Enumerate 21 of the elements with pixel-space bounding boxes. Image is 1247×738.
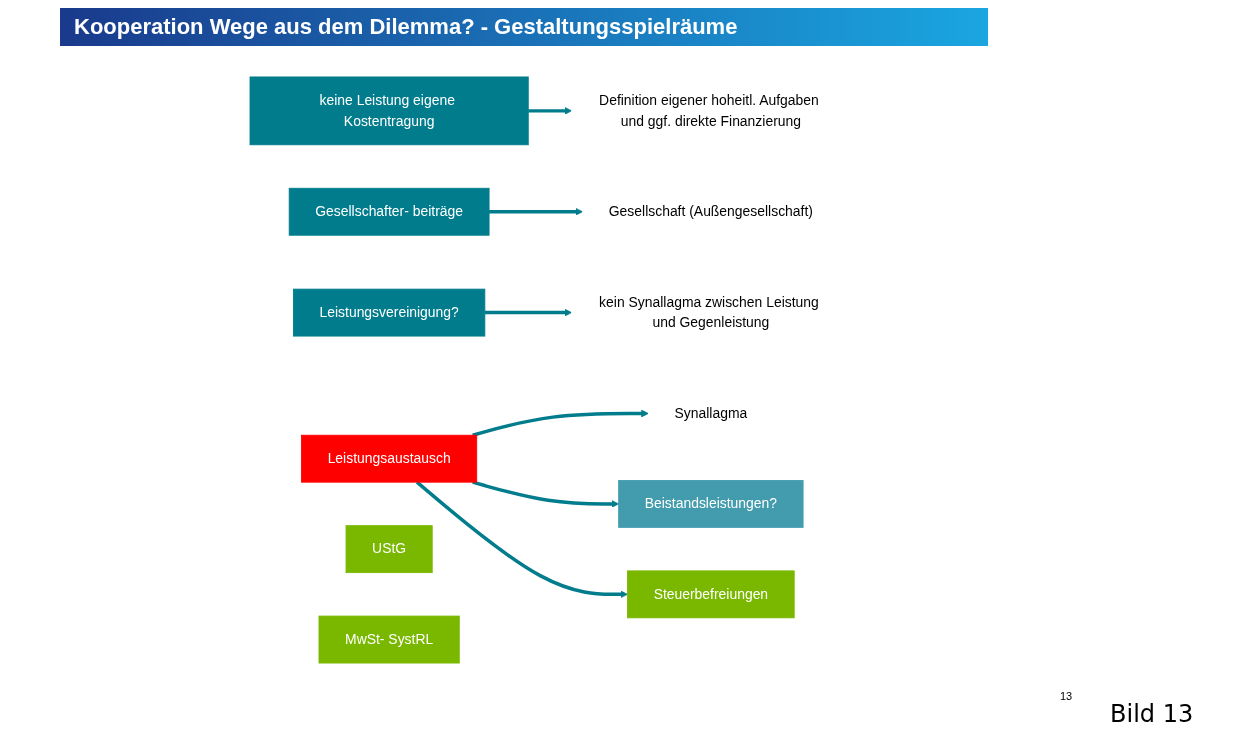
node-box: UStG bbox=[345, 525, 433, 574]
arrow bbox=[472, 409, 649, 437]
node-text: Synallagma bbox=[674, 405, 748, 421]
slide-label: Bild 13 bbox=[1110, 700, 1194, 728]
arrow bbox=[484, 308, 573, 317]
node-text: kein Synallagma zwischen Leistung und Gegenleistung bbox=[599, 294, 819, 330]
node-box: MwSt- SystRL bbox=[318, 615, 460, 664]
node-box: Gesellschafter- beiträge bbox=[288, 187, 490, 236]
arrow bbox=[528, 107, 573, 115]
node-box: Leistungsaustausch bbox=[301, 434, 478, 483]
title-banner: Kooperation Wege aus dem Dilemma? - Gestaltungsspielräume bbox=[60, 8, 988, 46]
arrow bbox=[415, 480, 628, 599]
node-text: Gesellschaft (Außengesellschaft) bbox=[608, 203, 813, 219]
node-box: Beistandsleistungen? bbox=[618, 480, 804, 528]
node-box: Leistungsvereinigung? bbox=[293, 288, 486, 337]
node-text: Definition eigener hoheitl. Aufgaben und ggf. direkte Finanzierung bbox=[599, 92, 819, 129]
arrow bbox=[489, 207, 584, 216]
node-box: keine Leistung eigene Kostentragung bbox=[249, 76, 529, 146]
arrow bbox=[472, 480, 619, 508]
node-box: Steuerbefreiungen bbox=[627, 570, 795, 619]
page-number: 13 bbox=[1060, 690, 1073, 702]
